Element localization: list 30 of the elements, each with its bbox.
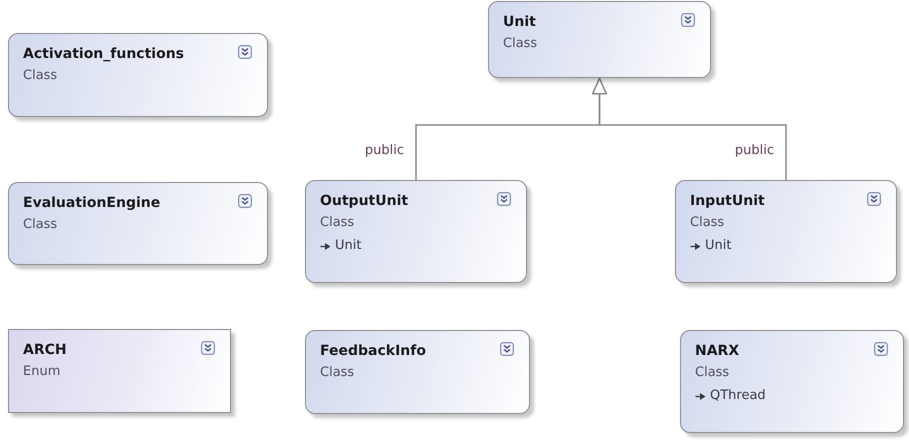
class-name: FeedbackInfo [320, 342, 426, 361]
class-box [8, 33, 268, 117]
type-kind-label: Class [690, 214, 724, 232]
base-type-name: Unit [335, 237, 362, 255]
type-kind-label: Class [23, 216, 58, 234]
class-name: NARX [695, 342, 740, 361]
edge-label: public [734, 143, 774, 159]
base-type-name: QThread [710, 387, 766, 405]
class-box [675, 180, 897, 283]
type-kind-label: Enum [23, 363, 60, 381]
type-kind-label: Class [503, 35, 538, 53]
base-type-name: Unit [705, 237, 732, 255]
class-box [680, 330, 904, 433]
type-kind-label: Class [320, 214, 354, 232]
inheritance-arrow [592, 78, 787, 180]
class-box [488, 1, 711, 78]
type-kind-label: Class [695, 364, 730, 382]
enum-box [8, 329, 231, 413]
class-box [305, 330, 530, 414]
class-box [305, 180, 527, 283]
class-name: OutputUnit [320, 192, 408, 211]
class-box [8, 182, 268, 265]
class-name: Unit [503, 13, 536, 32]
enum-name: ARCH [23, 341, 67, 360]
class-name: Activation_functions [23, 45, 184, 64]
type-kind-label: Class [320, 364, 354, 382]
class-name: EvaluationEngine [23, 194, 160, 213]
edge-label: public [364, 143, 404, 159]
class-name: InputUnit [690, 192, 765, 211]
type-kind-label: Class [23, 67, 58, 85]
